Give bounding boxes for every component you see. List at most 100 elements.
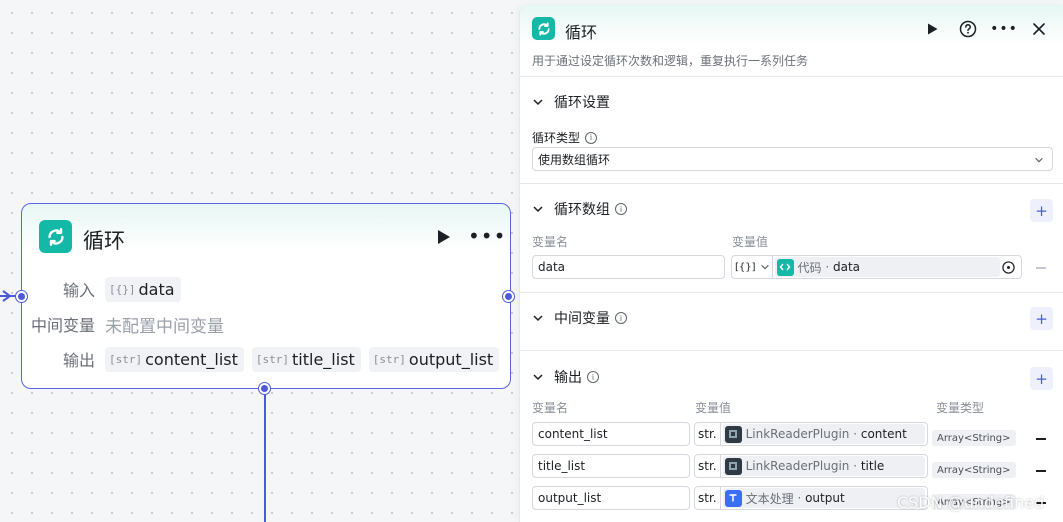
input-port[interactable] xyxy=(16,291,27,302)
ref-value-chip: 代码 · data xyxy=(774,257,1000,277)
node-settings-panel: 循环 ••• 用于通过设定循环次数和逻辑，重复执行一系列任务 循环设置 循环类型… xyxy=(519,5,1063,522)
info-icon: i xyxy=(615,312,627,324)
add-output-button[interactable]: + xyxy=(1030,367,1053,390)
ref-source-node: LinkReaderPlugin xyxy=(745,459,850,473)
output-label: 输出 xyxy=(62,351,95,370)
ref-value-chip: LinkReaderPlugin · content xyxy=(722,424,925,444)
separator: · xyxy=(849,459,861,473)
input-chip-name: data xyxy=(138,279,175,299)
type-selector-text: [{}] xyxy=(735,261,756,273)
output-value-ref[interactable]: str. LinkReaderPlugin · content xyxy=(694,422,928,446)
output-chip: [str]content_list xyxy=(105,346,244,372)
section-title: 输出 xyxy=(554,370,582,386)
output-chip-name: output_list xyxy=(408,349,494,369)
output-chip-name: title_list xyxy=(292,349,355,369)
array-name-input[interactable]: data xyxy=(532,255,725,279)
mid-value: 未配置中间变量 xyxy=(105,316,224,337)
remove-row-icon[interactable] xyxy=(1035,464,1047,476)
chevron-down-icon xyxy=(533,374,543,381)
code-icon xyxy=(776,258,794,276)
panel-description: 用于通过设定循环次数和逻辑，重复执行一系列任务 xyxy=(532,54,809,68)
remove-row-icon[interactable] xyxy=(1035,496,1047,508)
remove-row-icon[interactable] xyxy=(1035,261,1047,273)
loop-type-label: 循环类型 i xyxy=(532,129,598,146)
col-var-value: 变量值 xyxy=(695,401,732,415)
info-icon: i xyxy=(585,131,598,144)
string-array-tag-icon: [str] xyxy=(372,352,406,366)
ref-source-node: 文本处理 xyxy=(745,491,794,506)
add-array-button[interactable]: + xyxy=(1030,199,1053,222)
type-selector[interactable]: str. xyxy=(695,487,721,509)
output-name-input[interactable]: output_list xyxy=(532,486,690,510)
type-selector[interactable]: str. xyxy=(695,423,721,445)
loop-array-header[interactable]: 循环数组 i xyxy=(532,199,627,219)
object-array-tag-icon: [{}] xyxy=(109,282,136,296)
col-var-name: 变量名 xyxy=(532,401,569,415)
output-value-ref[interactable]: str. LinkReaderPlugin · title xyxy=(694,454,928,478)
play-icon[interactable] xyxy=(922,19,942,39)
type-selector[interactable]: str. xyxy=(695,455,721,477)
ref-source-var: data xyxy=(833,260,861,274)
play-icon[interactable] xyxy=(434,228,452,246)
col-var-name: 变量名 xyxy=(532,235,569,249)
ref-source-node: 代码 xyxy=(797,260,822,275)
loop-array-section: 循环数组 i + 变量名 变量值 data [{}] 代码 · data xyxy=(520,184,1063,293)
col-var-value: 变量值 xyxy=(732,235,769,249)
array-value-ref[interactable]: [{}] 代码 · data xyxy=(731,255,1022,279)
chevron-down-icon xyxy=(533,315,543,322)
close-icon[interactable] xyxy=(1029,19,1049,39)
chevron-down-icon xyxy=(1035,157,1043,163)
outputs-header[interactable]: 输出 i xyxy=(532,367,599,387)
ref-source-var: title xyxy=(860,459,885,473)
output-port-bottom[interactable] xyxy=(259,383,270,394)
chevron-down-icon xyxy=(533,99,543,106)
separator: · xyxy=(849,427,861,441)
more-icon[interactable]: ••• xyxy=(468,224,507,248)
loop-type-select[interactable]: 使用数组循环 xyxy=(532,147,1053,171)
output-port-right[interactable] xyxy=(503,291,514,302)
mid-label: 中间变量 xyxy=(30,316,95,335)
add-mid-var-button[interactable]: + xyxy=(1030,307,1053,330)
ref-value-chip: 文本处理 · output xyxy=(722,488,925,508)
output-name-input[interactable]: content_list xyxy=(532,422,690,446)
node-output-row: 输出 [str]content_list [str]title_list [st… xyxy=(22,346,507,372)
input-chip: [{}] data xyxy=(105,276,181,302)
info-icon: i xyxy=(587,371,599,383)
output-chip: [str]output_list xyxy=(368,346,500,372)
var-type-badge: Array<String> xyxy=(932,462,1016,478)
outgoing-edge xyxy=(264,390,266,522)
var-type-badge: Array<String> xyxy=(932,494,1016,510)
output-chip: [str]title_list xyxy=(251,346,361,372)
output-chip-name: content_list xyxy=(145,349,238,369)
separator: · xyxy=(793,491,806,505)
help-icon[interactable] xyxy=(958,19,978,39)
loop-type-value: 使用数组循环 xyxy=(538,152,611,167)
loop-settings-section: 循环设置 循环类型 i 使用数组循环 xyxy=(520,77,1063,184)
loop-icon xyxy=(532,17,555,40)
ref-source-var: content xyxy=(860,427,907,441)
loop-type-label-text: 循环类型 xyxy=(532,131,581,145)
type-selector[interactable]: [{}] xyxy=(732,256,773,278)
chevron-down-icon xyxy=(533,206,543,213)
chevron-down-icon xyxy=(760,264,769,270)
info-icon: i xyxy=(615,203,627,215)
more-icon[interactable]: ••• xyxy=(990,21,1018,37)
node-input-row: 输入 [{}] data xyxy=(22,276,189,302)
ref-source-node: LinkReaderPlugin xyxy=(745,427,850,441)
watermark: CSDN @undefined xyxy=(897,493,1045,512)
loop-settings-header[interactable]: 循环设置 xyxy=(532,92,610,112)
var-type-badge: Array<String> xyxy=(932,430,1016,446)
section-title: 循环数组 xyxy=(554,202,610,218)
output-name-input[interactable]: title_list xyxy=(532,454,690,478)
output-value-ref[interactable]: str. 文本处理 · output xyxy=(694,486,928,510)
variable-picker-icon[interactable] xyxy=(1002,260,1015,274)
remove-row-icon[interactable] xyxy=(1035,432,1047,444)
edge-arrow-icon xyxy=(2,290,12,302)
ref-source-var: output xyxy=(805,491,845,505)
panel-header: 循环 ••• 用于通过设定循环次数和逻辑，重复执行一系列任务 xyxy=(520,5,1063,77)
separator: · xyxy=(821,260,833,274)
loop-node[interactable]: 循环 ••• 输入 [{}] data 中间变量 未配置中间变量 输出 [str… xyxy=(21,203,511,389)
